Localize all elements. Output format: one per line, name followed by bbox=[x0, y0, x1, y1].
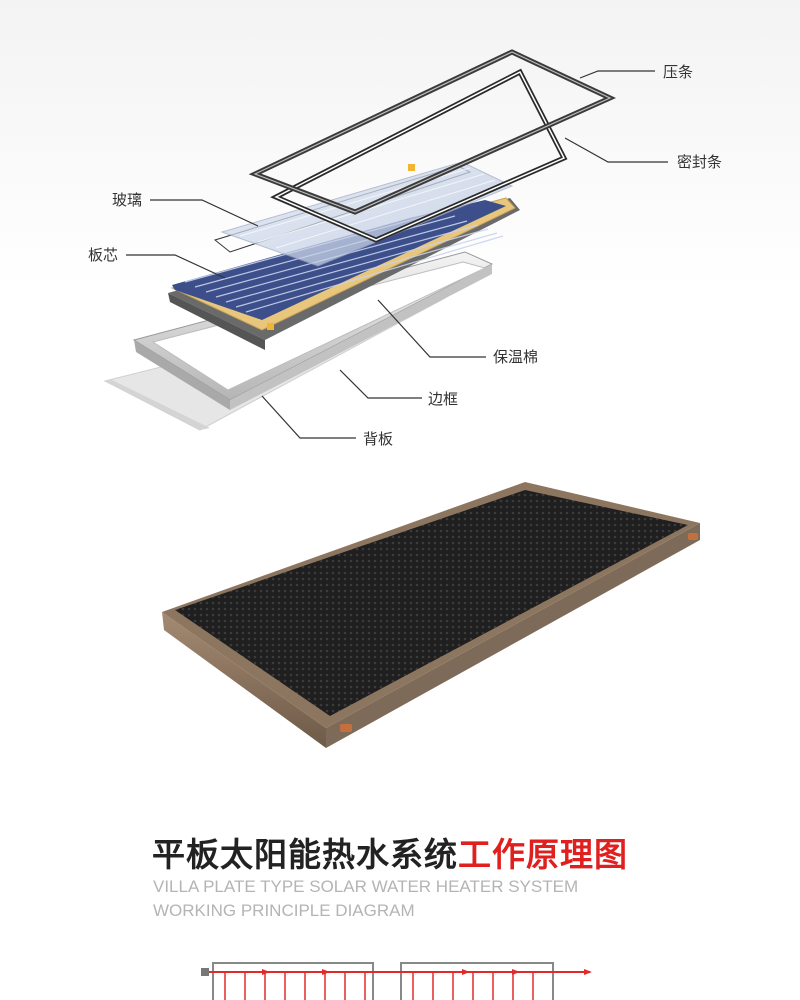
label-absorber-core: 板芯 bbox=[88, 246, 118, 264]
sealing-strip bbox=[270, 68, 568, 243]
frame bbox=[132, 251, 494, 410]
collector-schematic-right bbox=[380, 962, 592, 1000]
title-part-1: 平板太阳能热水系统 bbox=[152, 835, 458, 874]
absorber-core bbox=[168, 164, 520, 350]
collector-panel bbox=[162, 482, 700, 748]
section-title: 平板太阳能热水系统工作原理图 bbox=[152, 828, 628, 876]
pipe-outlet-bottom bbox=[340, 724, 352, 732]
label-insulation: 保温棉 bbox=[493, 348, 538, 366]
subtitle-line-2: WORKING PRINCIPLE DIAGRAM bbox=[153, 901, 415, 920]
exploded-view-diagram: 压条 密封条 玻璃 板芯 保温棉 边框 背板 bbox=[88, 49, 722, 448]
leader-lines bbox=[126, 70, 668, 439]
subtitle-line-1: VILLA PLATE TYPE SOLAR WATER HEATER SYST… bbox=[153, 877, 579, 896]
label-back-plate: 背板 bbox=[363, 430, 393, 448]
pipe-outlet-top bbox=[688, 533, 698, 540]
label-pressing-strip: 压条 bbox=[663, 63, 693, 81]
section-subtitle: VILLA PLATE TYPE SOLAR WATER HEATER SYST… bbox=[153, 875, 578, 923]
collector-schematic-left bbox=[201, 962, 380, 1000]
glass bbox=[213, 161, 514, 267]
title-part-2-highlight: 工作原理图 bbox=[458, 835, 628, 874]
label-frame: 边框 bbox=[428, 390, 458, 408]
label-glass: 玻璃 bbox=[112, 191, 142, 209]
label-sealing-strip: 密封条 bbox=[677, 153, 722, 171]
pressing-strip bbox=[248, 49, 617, 215]
